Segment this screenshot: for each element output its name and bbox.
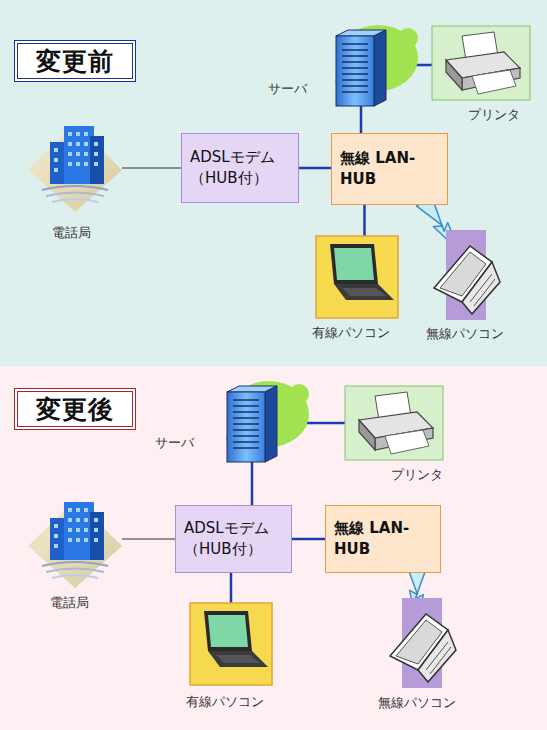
server-illustration (335, 25, 418, 106)
lan-cable (363, 205, 366, 236)
printer-node: プリンタ (345, 386, 443, 460)
printer-illustration (432, 26, 530, 100)
modem-box: ADSLモデム （HUB付） (181, 133, 299, 203)
server-node: サーバ (336, 30, 386, 106)
building-illustration (28, 500, 122, 588)
laptop-illustration (316, 236, 398, 318)
box-text: ADSLモデム （HUB付） (190, 147, 294, 189)
lan-cable (251, 462, 254, 505)
box-text: ADSLモデム （HUB付） (184, 518, 288, 560)
lan-cable (360, 106, 363, 133)
laptop-node: 無線パソコン (402, 598, 442, 686)
laptop-illustration (190, 603, 272, 685)
panel-before (0, 0, 547, 366)
server-node: サーバ (227, 386, 277, 462)
hub-box: 無線 LAN-HUB (325, 505, 441, 573)
box-text: 無線 LAN-HUB (340, 148, 420, 190)
hub-box: 無線 LAN-HUB (331, 133, 448, 205)
device-label: 電話局 (52, 224, 91, 242)
laptop-node: 有線パソコン (190, 603, 272, 685)
server-illustration (226, 381, 309, 462)
device-label: 無線パソコン (426, 325, 504, 343)
box-text: 変更後 (36, 393, 114, 426)
device-label: サーバ (155, 434, 194, 452)
printer-illustration (345, 386, 443, 460)
device-label: 無線パソコン (378, 694, 456, 712)
title-box: 変更前 (14, 40, 136, 82)
office-node: 電話局 (28, 112, 122, 212)
device-label: プリンタ (391, 466, 443, 484)
title-box: 変更後 (14, 388, 136, 430)
panel-after (0, 366, 547, 730)
printer-node: プリンタ (432, 26, 530, 100)
device-label: 有線パソコン (186, 693, 264, 711)
device-label: 電話局 (50, 594, 89, 612)
lan-cable (299, 167, 331, 170)
laptop-node: 無線パソコン (446, 230, 486, 320)
phone-line (122, 167, 181, 168)
modem-box: ADSLモデム （HUB付） (175, 505, 292, 573)
box-text: 無線 LAN-HUB (334, 518, 414, 560)
device-label: サーバ (268, 80, 307, 98)
device-label: 有線パソコン (312, 324, 390, 342)
laptop-illustration (434, 230, 500, 320)
laptop-node: 有線パソコン (316, 236, 398, 318)
laptop-illustration (390, 598, 456, 688)
phone-line (122, 538, 175, 539)
lan-cable (230, 573, 233, 603)
lan-cable (292, 538, 325, 541)
office-node: 電話局 (28, 488, 122, 582)
box-text: 変更前 (36, 45, 114, 78)
building-illustration (28, 124, 122, 212)
device-label: プリンタ (468, 106, 520, 124)
